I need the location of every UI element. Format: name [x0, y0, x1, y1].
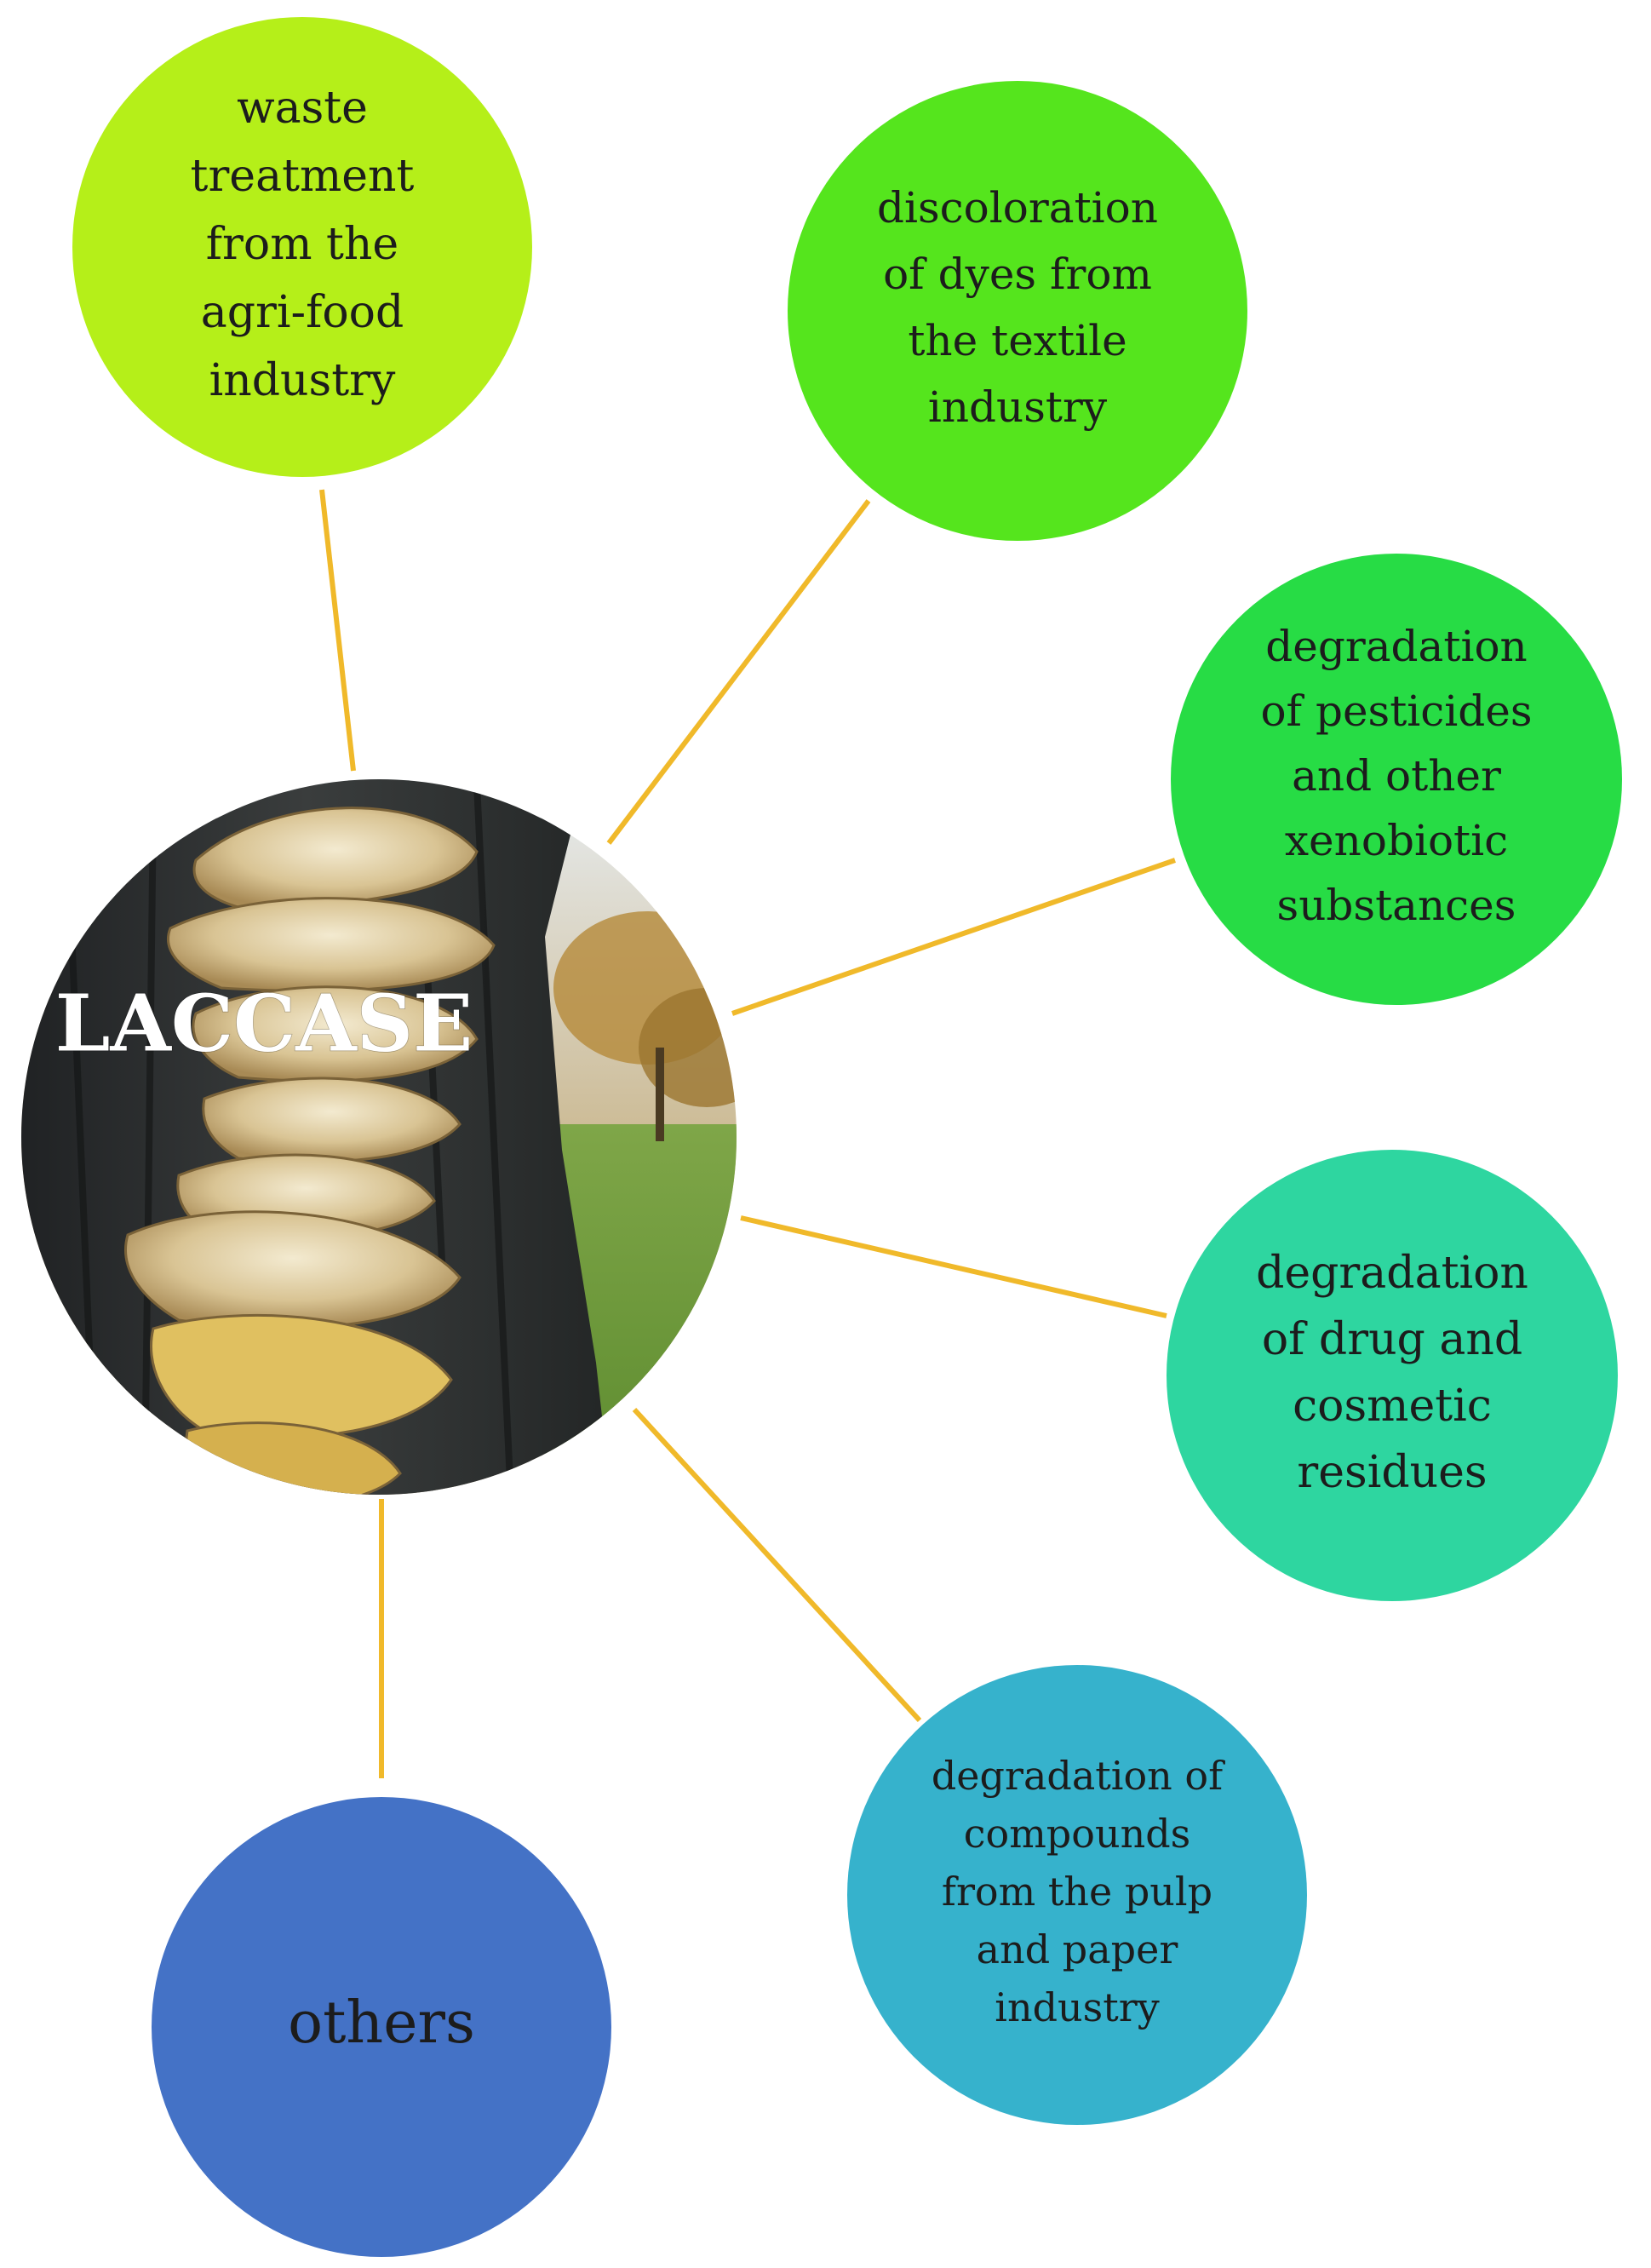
node-label-line: degradation — [1265, 622, 1528, 671]
node-label-line: industry — [209, 355, 396, 406]
node-circle-others — [152, 1797, 611, 2257]
node-label-dye-discoloration: discoloration of dyes from the textile indu… — [877, 183, 1158, 432]
connector-waste-treatment — [319, 489, 356, 772]
node-label-line: xenobiotic — [1285, 816, 1508, 865]
center-label: LACCASE — [55, 978, 473, 1070]
node-label-line: of pesticides — [1260, 686, 1532, 736]
node-label-others: others — [288, 1990, 475, 2057]
node-label-line: degradation of — [932, 1753, 1225, 1799]
node-pulp-paper-degradation: degradation of compounds from the pulp and … — [847, 1665, 1307, 2125]
node-label-line: others — [288, 1990, 475, 2057]
node-dye-discoloration: discoloration of dyes from the textile indu… — [788, 81, 1247, 541]
node-label-line: agri-food — [201, 287, 404, 338]
node-label-line: industry — [928, 382, 1108, 432]
node-label-line: substances — [1277, 881, 1516, 930]
node-label-line: from the pulp — [942, 1869, 1212, 1915]
node-circle-dye-discoloration — [788, 81, 1247, 541]
node-label-drug-cosmetic-degradation: degradation of drug and cosmetic residues — [1256, 1248, 1528, 1498]
connector-dye-discoloration — [606, 499, 871, 845]
node-label-line: of dyes from — [883, 250, 1152, 299]
node-circle-waste-treatment — [72, 17, 532, 477]
node-label-line: industry — [995, 1984, 1159, 2030]
bracket-fungus — [124, 807, 496, 1495]
node-drug-cosmetic-degradation: degradation of drug and cosmetic residues — [1167, 1150, 1618, 1601]
node-label-line: of drug and — [1262, 1314, 1522, 1365]
connector-pulp-paper-degradation — [632, 1407, 922, 1723]
laccase-center-node: LACCASE — [21, 779, 737, 1495]
connector-drug-cosmetic-degradation — [740, 1215, 1167, 1318]
node-label-waste-treatment: waste treatment from the agri-food industry — [191, 83, 415, 406]
node-label-line: cosmetic — [1293, 1381, 1492, 1432]
fungus-photo — [21, 779, 737, 1495]
node-circle-pulp-paper-degradation — [847, 1665, 1307, 2125]
node-label-line: from the — [206, 219, 398, 270]
node-label-line: degradation — [1256, 1248, 1528, 1299]
node-label-line: waste — [237, 83, 368, 134]
connector-pesticide-degradation — [731, 858, 1176, 1016]
node-circle-pesticide-degradation — [1171, 554, 1622, 1005]
node-label-line: and paper — [977, 1926, 1178, 1972]
node-label-line: the textile — [908, 316, 1126, 365]
node-label-line: discoloration — [877, 183, 1158, 233]
node-label-pesticide-degradation: degradation of pesticides and other xenobio… — [1260, 622, 1532, 930]
node-circle-drug-cosmetic-degradation — [1167, 1150, 1618, 1601]
node-label-line: and other — [1292, 751, 1501, 801]
node-waste-treatment: waste treatment from the agri-food industry — [72, 17, 532, 477]
node-others: others — [152, 1797, 611, 2257]
node-label-pulp-paper-degradation: degradation of compounds from the pulp and … — [932, 1753, 1225, 2030]
node-label-line: residues — [1297, 1447, 1487, 1498]
node-label-line: compounds — [964, 1811, 1191, 1857]
node-pesticide-degradation: degradation of pesticides and other xenobio… — [1171, 554, 1622, 1005]
node-label-line: treatment — [191, 151, 415, 202]
connector-lines — [319, 489, 1176, 1778]
